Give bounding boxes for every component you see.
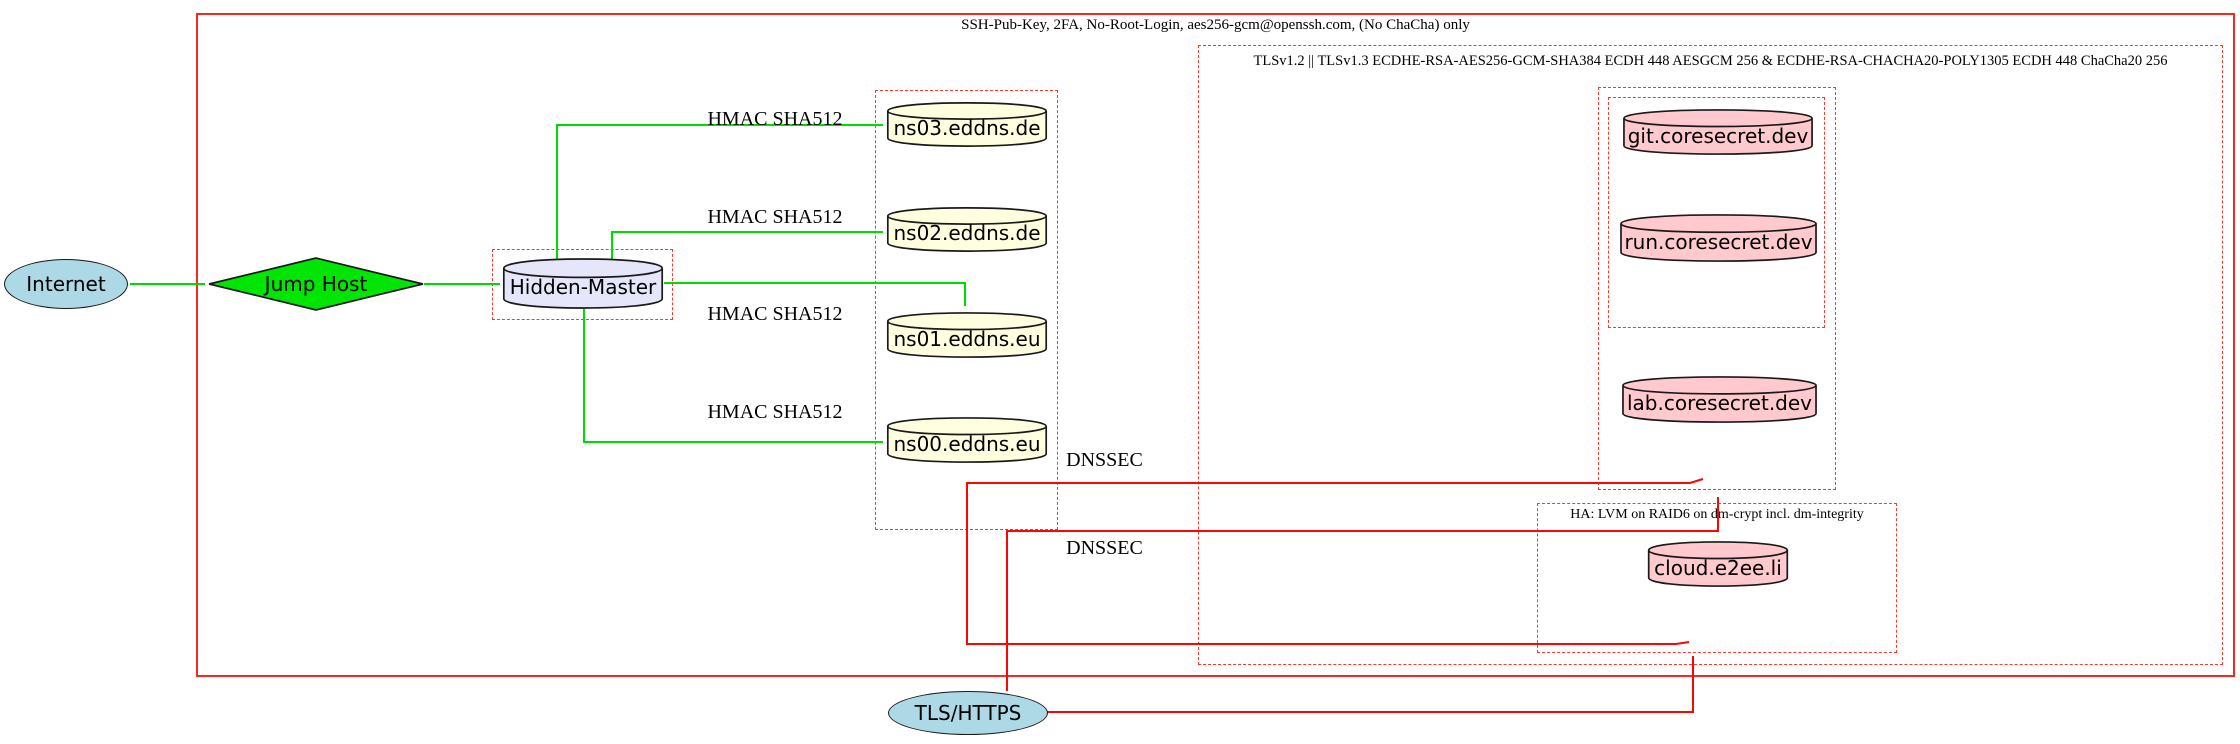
edge-label-hmac-4: HMAC SHA512 xyxy=(707,401,843,423)
node-lab-label: lab.coresecret.dev xyxy=(1626,391,1813,415)
node-run-label: run.coresecret.dev xyxy=(1624,229,1813,254)
cylinder-shape xyxy=(887,207,1047,252)
node-cloud-label: cloud.e2ee.li xyxy=(1654,555,1782,580)
edge-label-hmac-1: HMAC SHA512 xyxy=(707,108,843,130)
node-git: git.coresecret.dev xyxy=(1623,109,1813,155)
cylinder-shape xyxy=(1620,214,1817,262)
cylinder-shape xyxy=(1622,376,1817,423)
cylinder-shape xyxy=(503,258,663,309)
diamond-shape xyxy=(208,257,424,311)
node-tls-https: TLS/HTTPS xyxy=(888,691,1048,735)
node-ns01: ns01.eddns.eu xyxy=(887,312,1047,358)
edge-label-dnssec-2: DNSSEC xyxy=(1066,537,1143,559)
cluster-tls-label: TLSv1.2 || TLSv1.3 ECDHE-RSA-AES256-GCM-… xyxy=(1253,53,2168,69)
node-jump-host: Jump Host xyxy=(208,257,424,311)
edge-hiddenmaster-ns02 xyxy=(611,231,883,259)
node-ns03: ns03.eddns.de xyxy=(887,102,1047,147)
cylinder-shape xyxy=(1648,541,1788,587)
edge-label-dnssec-1: DNSSEC xyxy=(1066,449,1143,471)
cylinder-shape xyxy=(887,417,1047,463)
edge-dnssec-2 xyxy=(966,529,1690,645)
node-internet-label: Internet xyxy=(26,272,106,296)
edge-dnssec-1 xyxy=(966,478,1704,529)
node-run: run.coresecret.dev xyxy=(1620,214,1817,262)
node-ns00: ns00.eddns.eu xyxy=(887,417,1047,463)
cluster-tls: TLSv1.2 || TLSv1.3 ECDHE-RSA-AES256-GCM-… xyxy=(1198,45,2223,665)
node-git-label: git.coresecret.dev xyxy=(1627,123,1809,148)
cluster-ssh-label: SSH-Pub-Key, 2FA, No-Root-Login, aes256-… xyxy=(961,17,1470,33)
edge-tls-coresecret xyxy=(1006,497,1719,691)
node-ns00-label: ns00.eddns.eu xyxy=(893,431,1041,456)
node-hidden-master-label: Hidden-Master xyxy=(509,275,657,299)
cylinder-shape xyxy=(887,102,1047,147)
cluster-ssh: SSH-Pub-Key, 2FA, No-Root-Login, aes256-… xyxy=(196,13,2235,677)
node-cloud: cloud.e2ee.li xyxy=(1648,541,1788,587)
cluster-coresecret-inner xyxy=(1608,97,1825,328)
node-jump-host-label: Jump Host xyxy=(264,272,368,296)
node-hidden-master: Hidden-Master xyxy=(503,258,663,309)
cluster-coresecret-outer xyxy=(1598,87,1836,490)
edge-tls-ha xyxy=(1047,656,1694,713)
node-internet: Internet xyxy=(4,259,128,309)
node-ns02-label: ns02.eddns.de xyxy=(893,221,1041,245)
node-lab: lab.coresecret.dev xyxy=(1622,376,1817,423)
node-ns01-label: ns01.eddns.eu xyxy=(893,326,1041,351)
node-ns03-label: ns03.eddns.de xyxy=(893,116,1041,140)
edge-hiddenmaster-ns03 xyxy=(556,124,883,261)
cluster-ha-label: HA: LVM on RAID6 on dm-crypt incl. dm-in… xyxy=(1570,507,1864,522)
cylinder-shape xyxy=(1623,109,1813,155)
edge-label-hmac-2: HMAC SHA512 xyxy=(707,206,843,228)
node-ns02: ns02.eddns.de xyxy=(887,207,1047,252)
edge-hiddenmaster-ns01 xyxy=(664,282,966,306)
node-tls-https-label: TLS/HTTPS xyxy=(914,701,1022,725)
edge-hiddenmaster-ns00 xyxy=(583,309,883,443)
edge-label-hmac-3: HMAC SHA512 xyxy=(707,303,843,325)
cylinder-shape xyxy=(887,312,1047,358)
